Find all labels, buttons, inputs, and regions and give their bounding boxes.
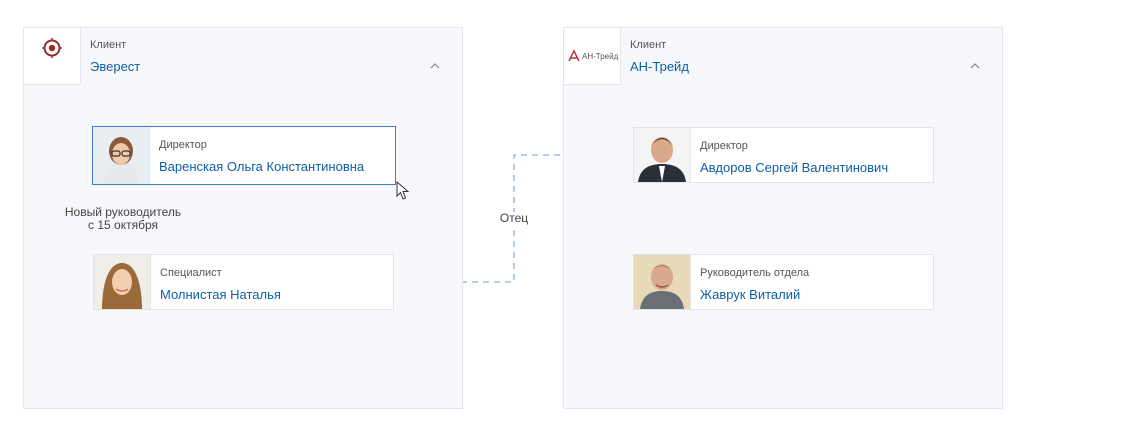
antrade-logo-icon: АН-Трейд <box>568 49 619 62</box>
chevron-up-icon[interactable] <box>970 62 980 70</box>
panel-header: Клиент Эверест <box>24 28 462 86</box>
client-name-link[interactable]: Эверест <box>90 59 141 74</box>
avatar <box>634 128 691 182</box>
card-name-link[interactable]: Молнистая Наталья <box>160 287 281 302</box>
everest-logo-icon <box>42 38 62 58</box>
client-caption: Клиент <box>630 39 667 51</box>
avatar <box>634 255 691 309</box>
panel-header: АН-Трейд Клиент АН-Трейд <box>564 28 1002 86</box>
client-panel-everest: Клиент Эверест <box>23 27 463 409</box>
card-role: Директор <box>159 139 207 151</box>
person-photo-icon <box>93 127 149 184</box>
client-logo <box>24 28 81 85</box>
client-panel-antrade: АН-Трейд Клиент АН-Трейд <box>563 27 1003 409</box>
link-label-line-2: с 15 октября <box>88 218 158 232</box>
card-name-link[interactable]: Варенская Ольга Константиновна <box>159 159 365 174</box>
card-role: Специалист <box>160 267 222 279</box>
employee-card-director-antrade[interactable]: Директор Авдоров Сергей Валентинович <box>633 127 934 183</box>
card-name-link[interactable]: Жаврук Виталий <box>700 287 801 302</box>
chevron-up-icon[interactable] <box>430 62 440 70</box>
avatar <box>94 255 151 309</box>
card-role: Руководитель отдела <box>700 267 810 279</box>
avatar <box>93 127 150 184</box>
person-photo-icon <box>94 255 150 309</box>
employee-card-director-everest[interactable]: Директор Варенская Ольга Константиновна <box>92 126 396 185</box>
link-label-new-manager: Новый руководитель с 15 октября <box>56 206 190 232</box>
link-label-father: Отец <box>494 212 534 225</box>
employee-card-head-antrade[interactable]: Руководитель отдела Жаврук Виталий <box>633 254 934 310</box>
person-photo-icon <box>634 128 690 182</box>
person-photo-icon <box>634 255 690 309</box>
card-name-link[interactable]: Авдоров Сергей Валентинович <box>700 160 889 175</box>
mouse-cursor-icon <box>396 181 410 200</box>
client-logo: АН-Трейд <box>564 28 621 85</box>
employee-card-specialist-everest[interactable]: Специалист Молнистая Наталья <box>93 254 394 310</box>
client-name-link[interactable]: АН-Трейд <box>630 59 689 74</box>
logo-text: АН-Трейд <box>582 52 619 61</box>
link-label-line-1: Новый руководитель <box>64 205 182 219</box>
client-caption: Клиент <box>90 39 127 51</box>
card-role: Директор <box>700 140 748 152</box>
